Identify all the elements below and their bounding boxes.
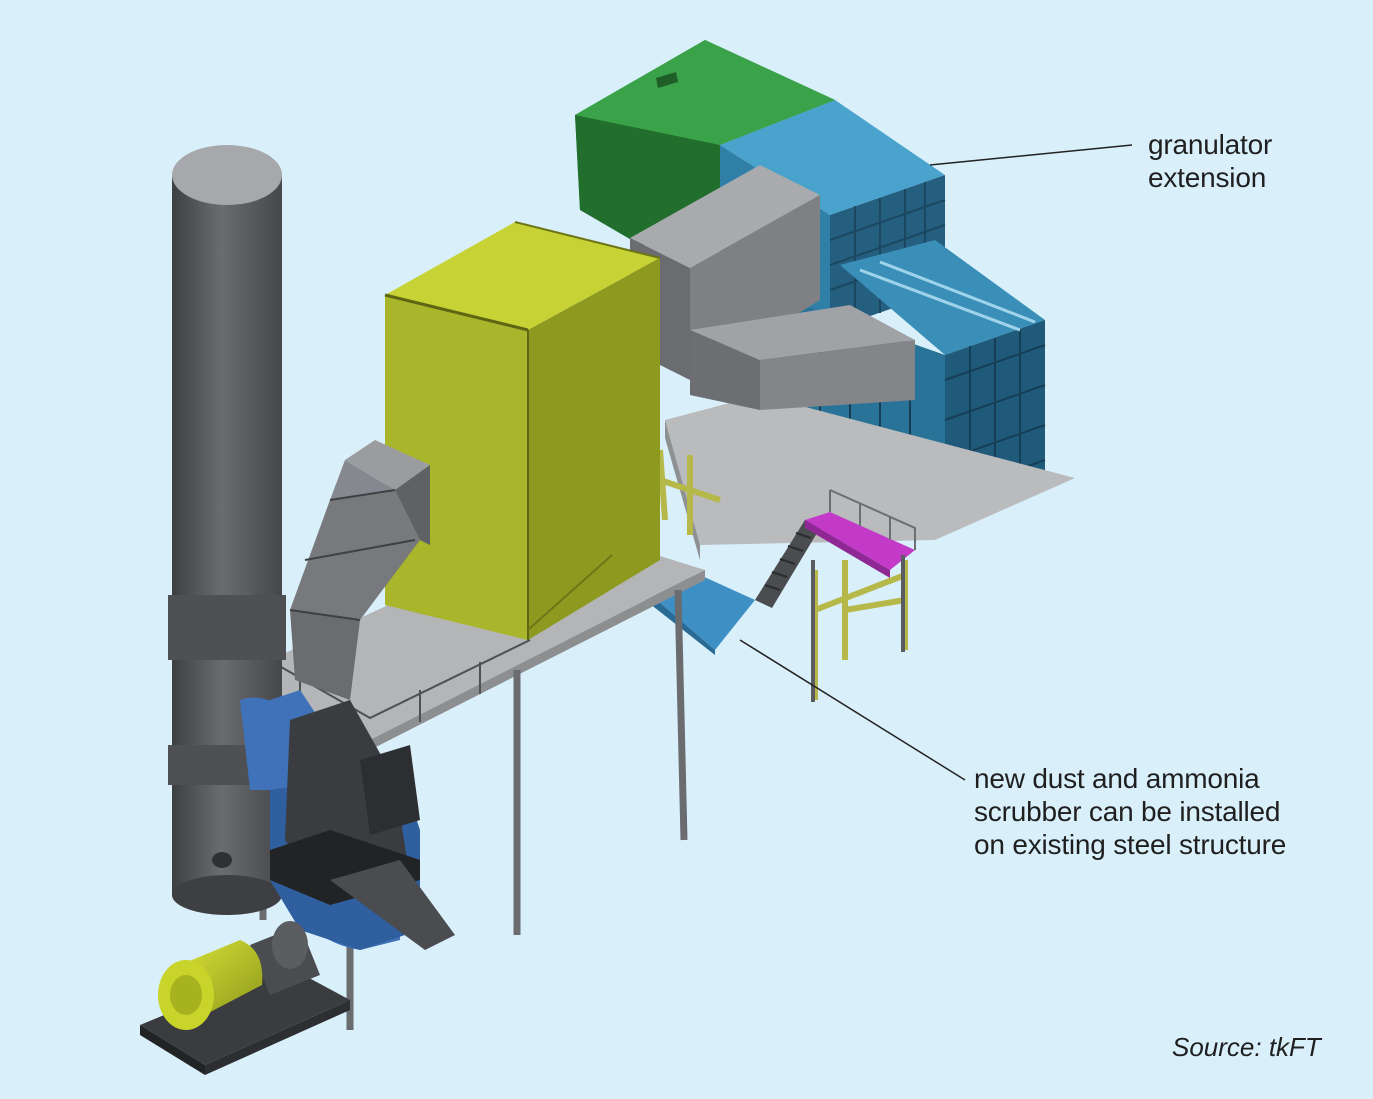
fan-duct: [270, 700, 455, 950]
motor-base: [140, 965, 350, 1075]
access-stair: [755, 520, 820, 608]
granulator-leader-line: [929, 144, 1133, 166]
granulator-extension-label: granulator extension: [1148, 128, 1272, 194]
source-credit: Source: tkFT: [1172, 1032, 1321, 1062]
scrubber-label-line-1: new dust and ammonia: [974, 763, 1260, 794]
granulator-label-line-2: extension: [1148, 162, 1267, 193]
scrubber-label: new dust and ammonia scrubber can be ins…: [974, 762, 1286, 861]
duct-elbow: [289, 440, 430, 700]
duct-middle: [690, 305, 915, 410]
granulator-hood: [575, 40, 835, 245]
scrubber-label-line-3: on existing steel structure: [974, 829, 1287, 860]
steel-structure-dark: [811, 555, 905, 702]
scrubber-label-line-2: scrubber can be installed: [974, 796, 1281, 827]
magenta-platform: [805, 489, 916, 578]
motor: [158, 940, 263, 1030]
chimney-stack: [168, 145, 286, 915]
granulator-label-line-1: granulator: [1148, 129, 1273, 160]
scrubber-leader-line: [739, 639, 966, 781]
motor-shaft: [250, 921, 320, 995]
scrubber-box: [384, 221, 661, 640]
